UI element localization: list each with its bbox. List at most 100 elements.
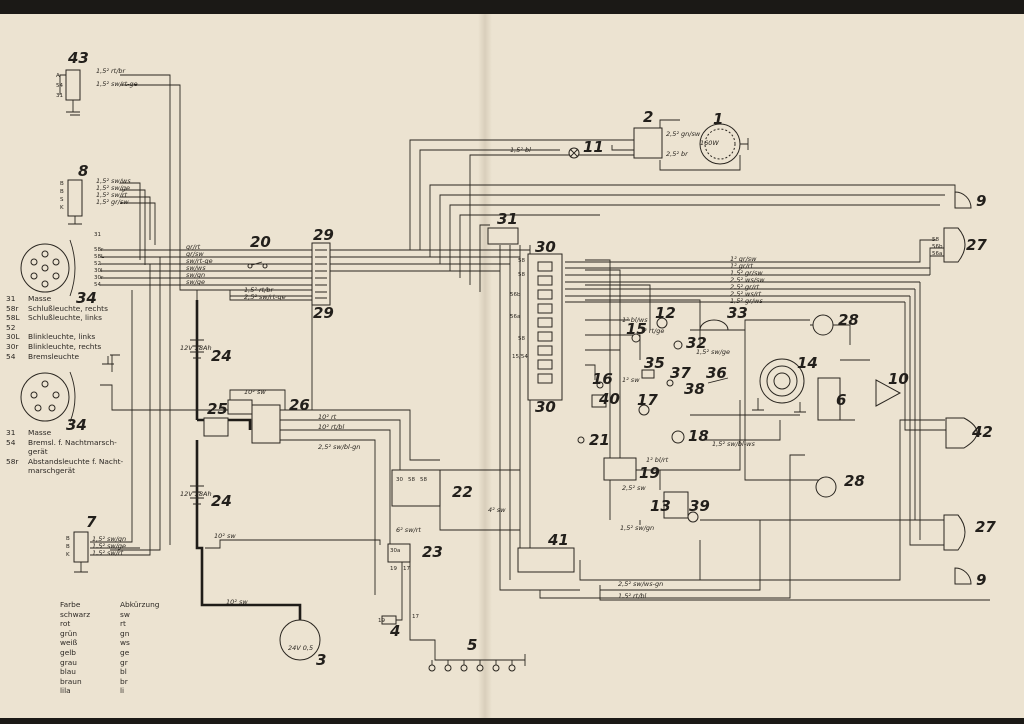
label-3: 3 bbox=[316, 651, 326, 669]
svg-text:sw/ws: sw/ws bbox=[186, 264, 206, 272]
legend-row: 52 bbox=[6, 322, 16, 332]
svg-text:10² rt/bl: 10² rt/bl bbox=[318, 423, 344, 431]
label-29-bottom: 29 bbox=[313, 304, 334, 322]
regulator-2 bbox=[633, 127, 663, 159]
legend-row: gerät bbox=[28, 447, 48, 457]
relay-26-aux bbox=[227, 399, 253, 415]
label-40: 40 bbox=[598, 390, 620, 408]
relay-31 bbox=[487, 227, 519, 245]
svg-text:52: 52 bbox=[94, 261, 101, 267]
lamp-12 bbox=[656, 317, 668, 329]
svg-text:56b: 56b bbox=[510, 292, 521, 298]
pin-labels: A 54 31 B B S K B B K 31 58r 58L 52 30l … bbox=[56, 73, 943, 624]
svg-text:K: K bbox=[66, 552, 70, 558]
label-5: 5 bbox=[467, 636, 477, 654]
lamp-17 bbox=[638, 404, 650, 416]
svg-text:1,5² sw/ge: 1,5² sw/ge bbox=[92, 542, 126, 550]
relay-40 bbox=[591, 394, 607, 408]
relay-26 bbox=[251, 404, 281, 444]
wiper-motor-28-top bbox=[812, 314, 834, 336]
svg-text:2,5² gr/rt: 2,5² gr/rt bbox=[730, 283, 760, 291]
svg-text:B: B bbox=[60, 181, 64, 187]
switch-16 bbox=[596, 381, 604, 389]
svg-text:gr/sw: gr/sw bbox=[186, 250, 204, 258]
switch-37 bbox=[666, 379, 674, 387]
component-10 bbox=[875, 379, 902, 407]
svg-text:2,5² sw/rt-ge: 2,5² sw/rt-ge bbox=[244, 293, 286, 301]
label-30-top: 30 bbox=[535, 238, 556, 256]
label-11: 11 bbox=[583, 138, 604, 156]
label-30-bottom: 30 bbox=[535, 398, 556, 416]
component-35 bbox=[641, 369, 655, 379]
label-14: 14 bbox=[797, 354, 818, 372]
label-22: 22 bbox=[452, 483, 473, 501]
label-15: 15 bbox=[626, 320, 647, 338]
svg-text:2,5² ws/sw: 2,5² ws/sw bbox=[730, 276, 765, 284]
svg-text:1,5² sw/rt: 1,5² sw/rt bbox=[92, 549, 124, 557]
svg-text:19: 19 bbox=[378, 618, 385, 624]
horn-42 bbox=[945, 417, 978, 449]
label-25: 25 bbox=[207, 400, 228, 418]
connector-7 bbox=[73, 531, 89, 563]
switch-21 bbox=[577, 436, 585, 444]
label-41: 41 bbox=[547, 531, 569, 549]
svg-text:10² sw: 10² sw bbox=[244, 388, 266, 396]
svg-text:1,5² sw/ws: 1,5² sw/ws bbox=[96, 177, 131, 185]
svg-text:58: 58 bbox=[518, 272, 525, 278]
svg-text:12V 38Ah: 12V 38Ah bbox=[180, 344, 212, 352]
svg-text:1,5² sw/rt-ge: 1,5² sw/rt-ge bbox=[96, 80, 138, 88]
connector-41 bbox=[517, 547, 575, 573]
label-24-top: 24 bbox=[211, 347, 232, 365]
lamp-9-bottom bbox=[954, 567, 972, 585]
label-2: 2 bbox=[643, 108, 653, 126]
battery-24-bottom bbox=[190, 485, 204, 505]
label-24-bottom: 24 bbox=[211, 492, 232, 510]
svg-text:31: 31 bbox=[94, 232, 101, 238]
label-19: 19 bbox=[639, 464, 660, 482]
relay-13 bbox=[663, 491, 689, 519]
svg-text:2,5² gn/sw: 2,5² gn/sw bbox=[666, 130, 701, 138]
label-12: 12 bbox=[655, 304, 676, 322]
label-32: 32 bbox=[686, 334, 707, 352]
power-routing bbox=[59, 74, 520, 661]
glow-plugs-5 bbox=[428, 654, 526, 672]
switch-36 bbox=[707, 377, 729, 384]
headlight-27-top bbox=[943, 227, 966, 263]
svg-text:15/54: 15/54 bbox=[512, 354, 528, 360]
svg-text:1,5² sw/bl-ws: 1,5² sw/bl-ws bbox=[712, 440, 755, 448]
switch-20 bbox=[251, 261, 263, 266]
relay-19 bbox=[603, 457, 637, 481]
upper-routing bbox=[409, 119, 990, 601]
socket-32 bbox=[673, 340, 683, 350]
label-42: 42 bbox=[971, 423, 993, 441]
svg-text:1,5² gr/sw: 1,5² gr/sw bbox=[730, 269, 763, 277]
svg-text:B: B bbox=[60, 189, 64, 195]
label-37: 37 bbox=[670, 364, 691, 382]
label-36: 36 bbox=[706, 364, 727, 382]
label-13: 13 bbox=[650, 497, 671, 515]
label-33: 33 bbox=[727, 304, 748, 322]
label-28-top: 28 bbox=[838, 311, 859, 329]
svg-text:1² rt/ge: 1² rt/ge bbox=[640, 327, 664, 335]
relay-23 bbox=[387, 543, 411, 563]
svg-text:10² sw: 10² sw bbox=[226, 598, 248, 606]
lamp-39 bbox=[687, 511, 699, 523]
terminal-strip-29 bbox=[311, 242, 331, 306]
svg-text:17: 17 bbox=[403, 566, 410, 572]
svg-text:1,5² sw/ge: 1,5² sw/ge bbox=[96, 184, 130, 192]
svg-text:1,5² rt/br: 1,5² rt/br bbox=[96, 67, 127, 75]
svg-text:30l: 30l bbox=[94, 268, 103, 274]
svg-text:6² sw/rt: 6² sw/rt bbox=[396, 526, 421, 534]
